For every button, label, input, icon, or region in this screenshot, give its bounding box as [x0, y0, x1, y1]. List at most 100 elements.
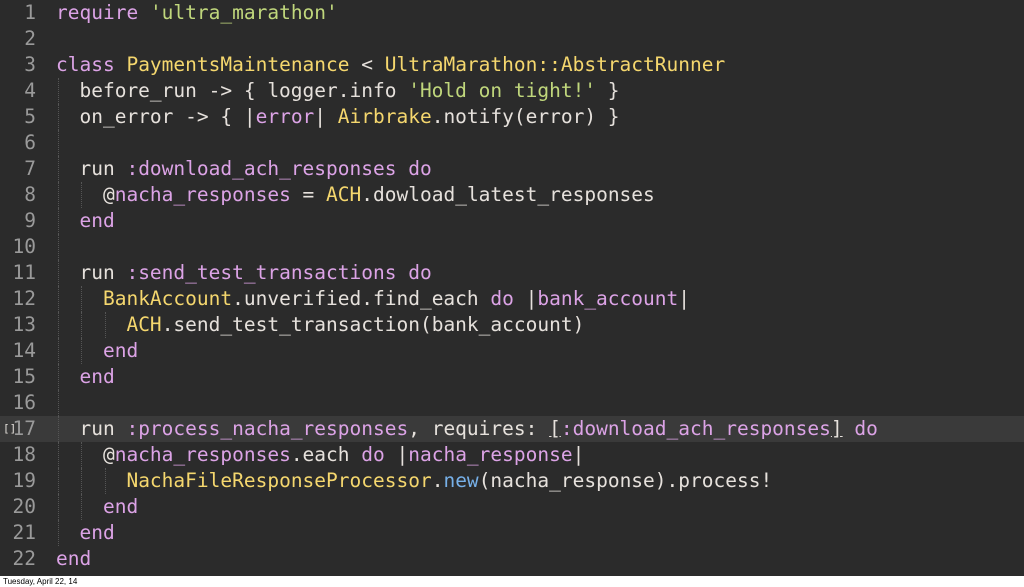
code-line[interactable]: 7 run :download_ach_responses do — [0, 156, 1024, 182]
code-token: ] — [830, 417, 843, 440]
line-number: 12 — [12, 287, 36, 310]
code-line[interactable]: 8 @nacha_responses = ACH.dowload_latest_… — [0, 182, 1024, 208]
code-token — [56, 469, 126, 492]
code-line[interactable]: 10 — [0, 234, 1024, 260]
indent-guide — [58, 468, 59, 494]
code-text: @nacha_responses = ACH.dowload_latest_re… — [56, 182, 655, 208]
code-token: nacha_responses — [114, 183, 291, 206]
code-token: end — [56, 547, 92, 570]
indent-guide — [58, 416, 59, 442]
indent-guide — [81, 286, 83, 312]
code-line[interactable]: 12 BankAccount.unverified.find_each do |… — [0, 286, 1024, 312]
code-line[interactable]: 21 end — [0, 520, 1024, 546]
indent-guide — [58, 494, 59, 520]
code-token: NachaFileResponseProcessor — [126, 469, 432, 492]
code-token: nacha_responses — [114, 443, 291, 466]
indent-guide — [58, 312, 59, 338]
code-token — [56, 313, 126, 336]
code-text: run :process_nacha_responses, requires: … — [56, 416, 877, 442]
code-token: . — [431, 469, 444, 492]
code-line[interactable]: 15 end — [0, 364, 1024, 390]
code-line[interactable]: 9 end — [0, 208, 1024, 234]
code-line[interactable]: 19 NachaFileResponseProcessor.new(nacha_… — [0, 468, 1024, 494]
code-token: run — [56, 417, 127, 440]
code-token: BankAccount — [102, 287, 233, 310]
line-number: 16 — [12, 391, 36, 414]
footer-date: Tuesday, April 22, 14 — [3, 577, 78, 586]
code-token — [843, 417, 855, 440]
code-line[interactable]: 4 before_run -> { logger.info 'Hold on t… — [0, 78, 1024, 104]
line-number: 6 — [24, 131, 36, 154]
code-token: (nacha_response).process! — [478, 469, 773, 492]
breakpoint-marker-icon[interactable]: [] — [3, 422, 17, 435]
slide-footer: Tuesday, April 22, 14 — [0, 576, 1024, 587]
line-number: 10 — [12, 235, 36, 258]
indent-guide — [58, 260, 59, 286]
code-text: require 'ultra_marathon' — [56, 0, 338, 26]
code-token: end — [56, 365, 115, 388]
code-token — [56, 287, 103, 310]
code-token: | — [513, 287, 538, 310]
code-text: NachaFileResponseProcessor.new(nacha_res… — [56, 468, 772, 494]
code-line[interactable]: 20 end — [0, 494, 1024, 520]
code-line[interactable]: 2 — [0, 26, 1024, 52]
code-token: < — [349, 53, 385, 76]
line-number: 5 — [24, 105, 36, 128]
line-number: 9 — [24, 209, 36, 232]
code-line[interactable]: 6 — [0, 130, 1024, 156]
code-line[interactable]: 5 on_error -> { |error| Airbrake.notify(… — [0, 104, 1024, 130]
indent-guide — [58, 520, 59, 546]
indent-guide — [81, 442, 83, 468]
code-token: | — [678, 287, 690, 310]
indent-guide — [58, 442, 59, 468]
code-token: .notify(error) } — [431, 105, 620, 128]
line-number: 8 — [24, 183, 36, 206]
code-token: ACH — [326, 183, 362, 206]
line-number: 17 — [12, 417, 36, 440]
code-token: , requires: — [408, 417, 550, 440]
line-number: 18 — [12, 443, 36, 466]
indent-guide — [81, 494, 83, 520]
code-line[interactable]: 11 run :send_test_transactions do — [0, 260, 1024, 286]
code-token: end — [56, 209, 115, 232]
code-line[interactable]: 17[] run :process_nacha_responses, requi… — [0, 416, 1024, 442]
indent-guide — [58, 234, 59, 260]
code-text: BankAccount.unverified.find_each do |ban… — [56, 286, 690, 312]
code-text: before_run -> { logger.info 'Hold on tig… — [56, 78, 619, 104]
code-token — [138, 1, 150, 24]
code-token: new — [443, 469, 479, 492]
line-number: 11 — [12, 261, 36, 284]
code-token: 'Hold on tight!' — [408, 79, 597, 102]
line-number: 21 — [12, 521, 36, 544]
indent-guide — [58, 156, 59, 182]
code-line[interactable]: 14 end — [0, 338, 1024, 364]
code-token: run — [56, 157, 127, 180]
indent-guide — [58, 78, 59, 104]
code-token: require — [56, 1, 139, 24]
code-token: | — [314, 105, 338, 128]
code-token: do — [408, 157, 432, 180]
code-text: end — [56, 520, 115, 546]
code-text: run :send_test_transactions do — [56, 260, 431, 286]
code-text: class PaymentsMaintenance < UltraMaratho… — [56, 52, 725, 78]
code-token — [115, 53, 127, 76]
code-line[interactable]: 18 @nacha_responses.each do |nacha_respo… — [0, 442, 1024, 468]
code-text: end — [56, 494, 138, 520]
code-token: end — [56, 339, 139, 362]
indent-guide — [81, 182, 83, 208]
code-text: run :download_ach_responses do — [56, 156, 432, 182]
line-number: 14 — [12, 339, 36, 362]
code-line[interactable]: 13 ACH.send_test_transaction(bank_accoun… — [0, 312, 1024, 338]
code-token — [396, 157, 408, 180]
indent-guide — [104, 468, 106, 494]
code-line[interactable]: 16 — [0, 390, 1024, 416]
code-token: :download_ach_responses — [560, 417, 831, 440]
code-token: :process_nacha_responses — [126, 417, 409, 440]
indent-guide — [58, 130, 59, 156]
code-token: do — [361, 443, 385, 466]
code-token: end — [56, 521, 115, 544]
